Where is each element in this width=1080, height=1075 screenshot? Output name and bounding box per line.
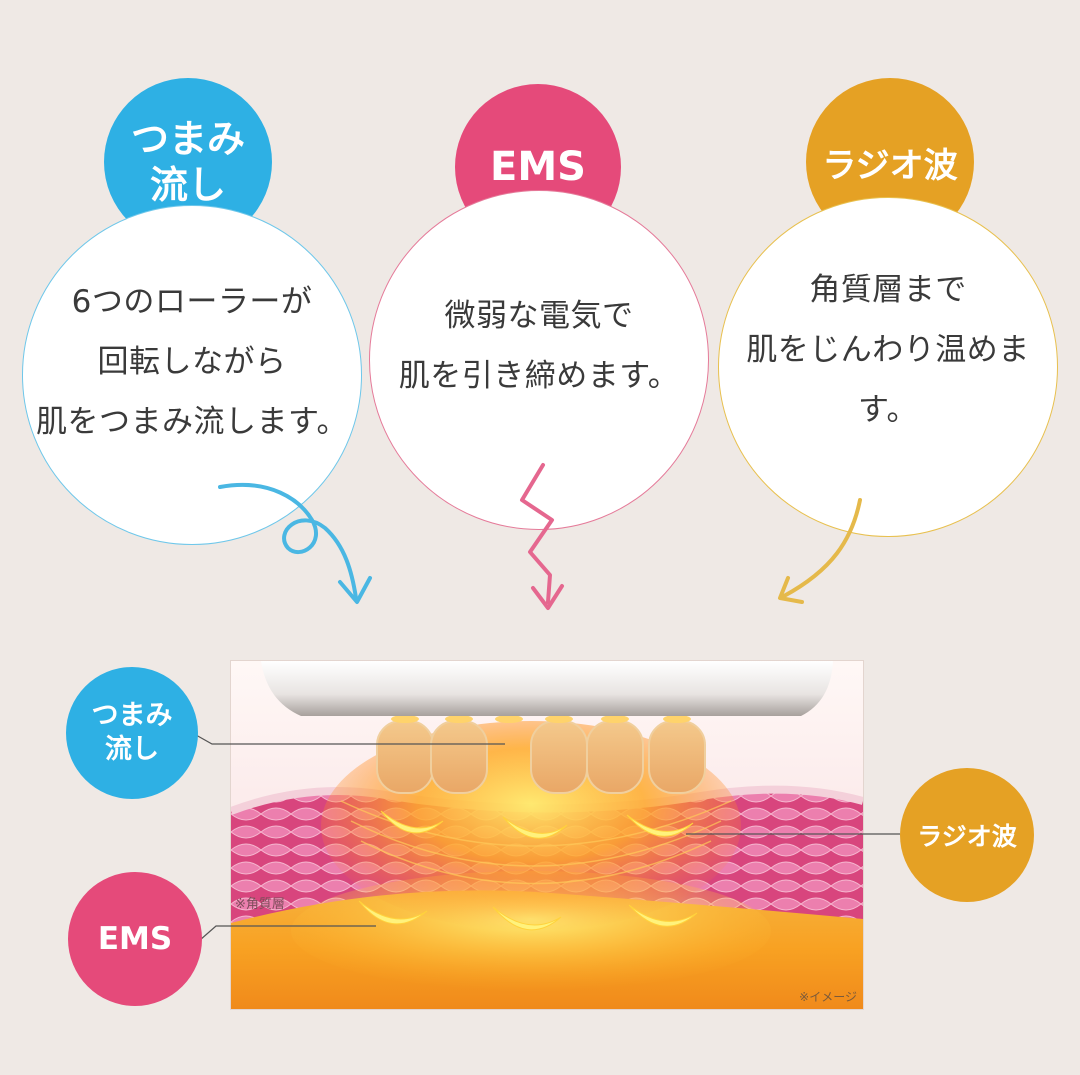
image-only-caption: ※イメージ — [799, 990, 857, 1004]
bubble-text-line: 微弱な電気で — [444, 298, 634, 334]
curved-arrow-icon — [782, 498, 862, 598]
badge-title-line: つまみ — [130, 117, 245, 161]
label-text: ラジオ波 — [917, 822, 1017, 851]
label-tsumami-nagashi: つまみ 流し — [66, 667, 198, 799]
label-text: EMS — [97, 921, 173, 957]
badge-title-line: ラジオ波 — [822, 145, 958, 186]
bubble-radio-wave: 角質層まで 肌をじんわり温めます。 — [718, 197, 1058, 537]
zigzag-arrow-head — [531, 584, 564, 610]
zigzag-arrow-icon — [520, 463, 554, 604]
swirl-arrow-head — [338, 576, 372, 604]
bubble-text-line: 角質層まで — [809, 272, 967, 308]
bubble-tsumami-nagashi: 6つのローラーが 回転しながら 肌をつまみ流します。 — [22, 205, 362, 545]
bubble-text-line: 肌をつまみ流します。 — [36, 404, 348, 440]
leader-line-ems — [199, 925, 376, 941]
bubble-ems: 微弱な電気で 肌を引き締めます。 — [369, 190, 709, 530]
curved-arrow-head — [778, 576, 804, 604]
skin-cross-section-illustration: ※角質層 ※イメージ — [230, 660, 864, 1010]
bubble-text-line: 回転しながら — [97, 344, 287, 380]
label-radio-wave: ラジオ波 — [900, 768, 1034, 902]
bubble-text-line: 肌をじんわり温めます。 — [746, 332, 1030, 428]
label-ems: EMS — [68, 872, 202, 1006]
label-line: 流し — [105, 734, 159, 765]
swirl-arrow-icon — [218, 482, 358, 600]
stratum-corneum-caption: ※角質層 — [235, 897, 285, 912]
leader-line-roller — [195, 734, 505, 745]
skin-layers-graphic — [231, 661, 863, 1009]
badge-title-line: EMS — [490, 144, 586, 190]
bubble-text-line: 肌を引き締めます。 — [398, 358, 680, 394]
label-line: つまみ — [91, 700, 173, 731]
bubble-text-line: 6つのローラーが — [71, 284, 313, 320]
badge-title-line: 流し — [149, 163, 226, 207]
